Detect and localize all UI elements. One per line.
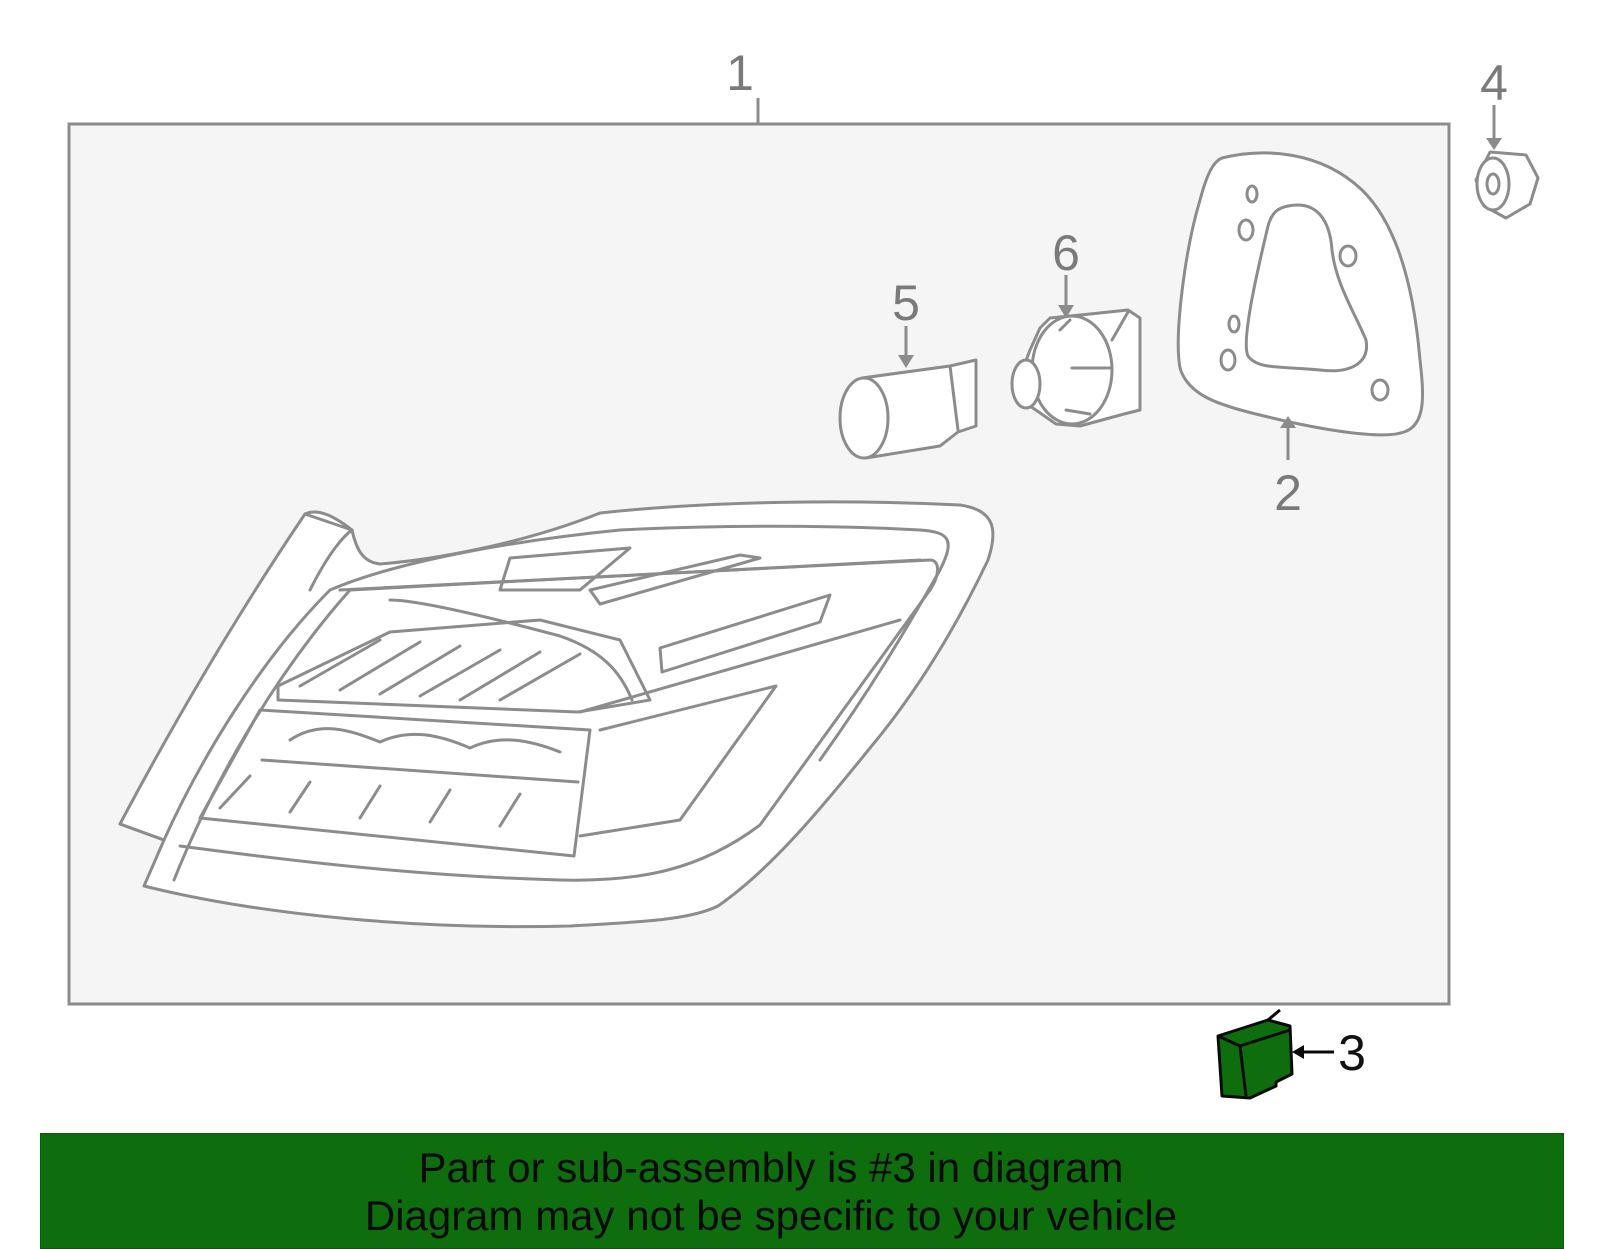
callout-3[interactable]: 3 — [1338, 1025, 1366, 1081]
leader-arrow-4 — [1486, 138, 1502, 150]
callout-6[interactable]: 6 — [1052, 225, 1080, 281]
callout-2[interactable]: 2 — [1274, 465, 1302, 521]
nut-part-4[interactable] — [1474, 150, 1540, 220]
footer-line-1: Part or sub-assembly is #3 in diagram — [418, 1144, 1124, 1191]
leader-arrow-6 — [1058, 305, 1074, 318]
footer-banner: Part or sub-assembly is #3 in diagram Di… — [40, 1133, 1564, 1249]
socket-part-6[interactable] — [1010, 308, 1142, 428]
callout-4[interactable]: 4 — [1480, 55, 1508, 111]
bulb-part-5[interactable] — [838, 358, 978, 460]
leader-arrow-3 — [1292, 1045, 1304, 1059]
leader-arrow-5 — [898, 355, 914, 368]
callout-1[interactable]: 1 — [726, 45, 754, 101]
leader-arrow-2 — [1280, 416, 1296, 428]
clip-part-3[interactable] — [1216, 1008, 1294, 1100]
callout-5[interactable]: 5 — [892, 275, 920, 331]
parts-diagram: 1 4 2 6 5 — [67, 45, 1540, 1100]
tail-lamp-part-1[interactable] — [118, 500, 995, 929]
footer-line-2: Diagram may not be specific to your vehi… — [364, 1192, 1178, 1239]
gasket-part-2[interactable] — [1176, 151, 1424, 437]
